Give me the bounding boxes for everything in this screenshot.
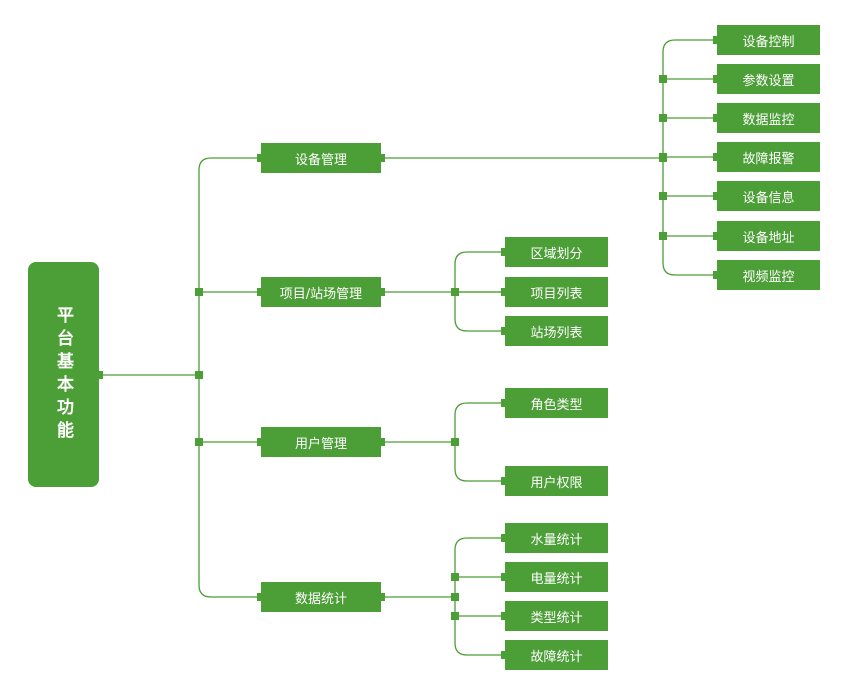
device-link-junction-5 xyxy=(659,232,667,240)
leaf-power-statistics: 电量统计 xyxy=(505,562,608,592)
root-link-junction-1 xyxy=(195,288,203,296)
device-link-junction-4 xyxy=(659,192,667,200)
leaf-site-list: 站场列表 xyxy=(505,316,608,346)
leaf-user-permissions: 用户权限 xyxy=(505,466,608,496)
leaf-water-statistics: 水量统计 xyxy=(505,523,608,553)
project-link-hub xyxy=(451,288,459,296)
device-link-hub xyxy=(659,154,667,162)
device-link-out-port xyxy=(377,154,385,162)
leaf-video-monitoring: 视频监控 xyxy=(717,260,820,290)
leaf-device-info: 设备信息 xyxy=(717,181,820,211)
leaf-role-type: 角色类型 xyxy=(505,388,608,418)
leaf-device-control: 设备控制 xyxy=(717,25,820,55)
leaf-data-monitoring: 数据监控 xyxy=(717,103,820,133)
project-link-out-port xyxy=(377,288,385,296)
leaf-fault-alarm: 故障报警 xyxy=(717,142,820,172)
branch-device-management: 设备管理 xyxy=(261,143,381,173)
device-link-junction-2 xyxy=(659,114,667,122)
root-link-hub xyxy=(195,371,203,379)
root-link-spine xyxy=(198,157,261,598)
user-link-spine xyxy=(454,402,505,482)
stats-link-hub xyxy=(451,593,459,601)
user-link-out-port xyxy=(377,438,385,446)
user-link-hub xyxy=(451,438,459,446)
stats-link-out-port xyxy=(377,593,385,601)
stats-link-spine xyxy=(454,537,505,656)
device-link-junction-1 xyxy=(659,75,667,83)
device-link-spine xyxy=(662,39,717,276)
branch-data-statistics: 数据统计 xyxy=(261,582,381,612)
leaf-region-division: 区域划分 xyxy=(505,237,608,267)
root-node: 平台基本功能 xyxy=(28,262,99,487)
branch-project-site-management: 项目/站场管理 xyxy=(261,277,381,307)
root-link-out-port xyxy=(95,371,103,379)
leaf-device-address: 设备地址 xyxy=(717,221,820,251)
root-link-junction-2 xyxy=(195,438,203,446)
stats-link-junction-2 xyxy=(451,612,459,620)
leaf-parameter-settings: 参数设置 xyxy=(717,64,820,94)
leaf-project-list: 项目列表 xyxy=(505,277,608,307)
leaf-fault-statistics: 故障统计 xyxy=(505,640,608,670)
stats-link-junction-1 xyxy=(451,573,459,581)
branch-user-management: 用户管理 xyxy=(261,427,381,457)
leaf-type-statistics: 类型统计 xyxy=(505,601,608,631)
project-link-spine xyxy=(454,251,505,332)
